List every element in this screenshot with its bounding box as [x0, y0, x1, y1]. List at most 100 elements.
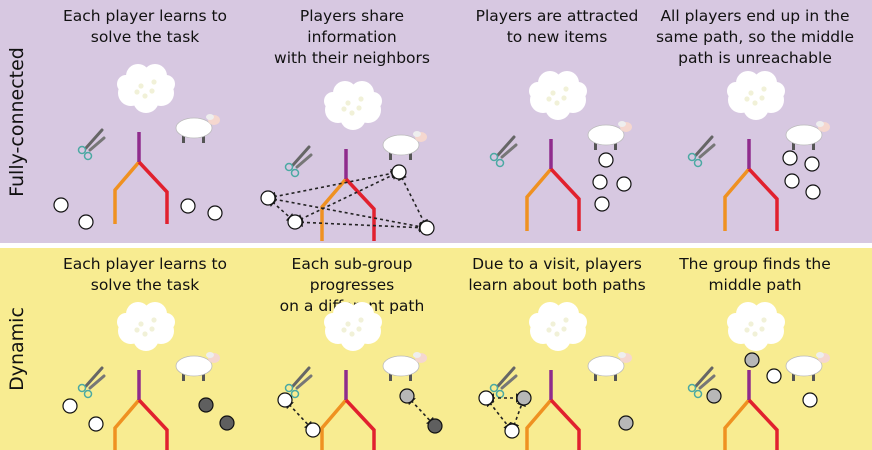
left-path — [113, 160, 141, 224]
path-diagram — [723, 139, 779, 231]
info-link — [398, 170, 428, 230]
right-path — [549, 398, 581, 450]
player-node — [618, 415, 634, 431]
player-node — [277, 392, 293, 408]
panel-fc-1: Each player learns to solve the task — [40, 0, 250, 243]
right-path — [344, 177, 376, 241]
panel-dyn-3: Due to a visit, players learn about both… — [452, 248, 662, 450]
panel-dyn-1: Each player learns to solve the task — [40, 248, 250, 450]
panel-caption: The group finds the middle path — [679, 255, 831, 294]
player-node — [744, 352, 760, 368]
right-path — [747, 167, 779, 231]
sheep-icon — [785, 352, 830, 381]
info-link — [293, 217, 429, 233]
player-node — [598, 152, 614, 168]
scene-fc-4 — [687, 71, 830, 231]
player-node — [88, 416, 104, 432]
player-node — [478, 390, 494, 406]
fully-connected-row: Fully-connected Each player learns to so… — [0, 0, 872, 243]
cloud-icon — [727, 302, 785, 351]
player-node — [287, 214, 303, 230]
player-node — [219, 415, 235, 431]
sheep-icon — [175, 352, 220, 381]
player-node — [391, 164, 407, 180]
right-path — [344, 398, 376, 450]
path-diagram — [320, 149, 376, 241]
left-path — [320, 398, 348, 450]
cloud-icon — [324, 302, 382, 351]
player-node — [802, 392, 818, 408]
path-diagram — [320, 370, 376, 450]
player-node — [53, 197, 69, 213]
right-path — [137, 398, 169, 450]
player-node — [804, 156, 820, 172]
path-diagram — [113, 132, 169, 224]
left-path — [723, 167, 751, 231]
panel-dyn-4: The group finds the middle path — [650, 248, 860, 450]
player-node — [592, 174, 608, 190]
info-link — [293, 171, 401, 223]
player-node — [62, 398, 78, 414]
scene-dyn-2 — [277, 302, 443, 450]
sheep-icon — [785, 121, 830, 150]
cloud-icon — [529, 71, 587, 120]
panel-caption: Each player learns to solve the task — [62, 7, 228, 46]
player-node — [419, 220, 435, 236]
row-label: Dynamic — [6, 307, 29, 391]
player-node — [805, 184, 821, 200]
player-node — [616, 176, 632, 192]
player-node — [504, 423, 520, 439]
scissors-icon — [284, 145, 313, 178]
sheep-icon — [175, 114, 220, 143]
panel-fc-4: All players end up in the same path, so … — [650, 0, 860, 243]
panel-fc-3: Players are attracted to new items — [452, 0, 662, 243]
scissors-icon — [77, 128, 106, 161]
player-node — [594, 196, 610, 212]
right-path — [137, 160, 169, 224]
player-node — [766, 368, 782, 384]
scissors-icon — [489, 135, 518, 168]
cloud-icon — [117, 64, 175, 113]
panel-dyn-2: Each sub-group progresses on a different… — [247, 248, 457, 450]
path-diagram — [113, 370, 169, 450]
scene-fc-3 — [489, 71, 632, 231]
player-node — [198, 397, 214, 413]
scene-fc-1 — [53, 64, 223, 230]
cloud-icon — [727, 71, 785, 120]
right-path — [549, 167, 581, 231]
scene-dyn-3 — [478, 302, 634, 450]
scissors-icon — [284, 366, 313, 399]
cloud-icon — [529, 302, 587, 351]
left-path — [525, 398, 553, 450]
scissors-icon — [687, 366, 716, 399]
sheep-icon — [587, 352, 632, 381]
player-node — [516, 390, 532, 406]
player-node — [180, 198, 196, 214]
path-diagram — [525, 139, 581, 231]
cloud-icon — [324, 81, 382, 130]
sheep-icon — [382, 131, 427, 160]
cloud-icon — [117, 302, 175, 351]
player-node — [399, 388, 415, 404]
player-node — [784, 173, 800, 189]
scissors-icon — [687, 135, 716, 168]
player-node — [706, 388, 722, 404]
panel-caption: Due to a visit, players learn about both… — [468, 255, 646, 294]
player-node — [427, 418, 443, 434]
scene-dyn-4 — [687, 302, 830, 450]
panel-caption: Players share information with their nei… — [274, 7, 430, 67]
player-node — [305, 422, 321, 438]
panel-fc-2: Players share information with their nei… — [247, 0, 457, 243]
player-node — [782, 150, 798, 166]
panel-caption: Each player learns to solve the task — [62, 255, 228, 294]
path-diagram — [525, 370, 581, 450]
sheep-icon — [382, 352, 427, 381]
scene-dyn-1 — [62, 302, 235, 450]
player-node — [78, 214, 94, 230]
player-node — [207, 205, 223, 221]
sheep-icon — [587, 121, 632, 150]
dynamic-row: Dynamic Each player learns to solve the … — [0, 248, 872, 450]
scene-fc-2 — [260, 81, 435, 241]
left-path — [113, 398, 141, 450]
left-path — [723, 398, 751, 450]
